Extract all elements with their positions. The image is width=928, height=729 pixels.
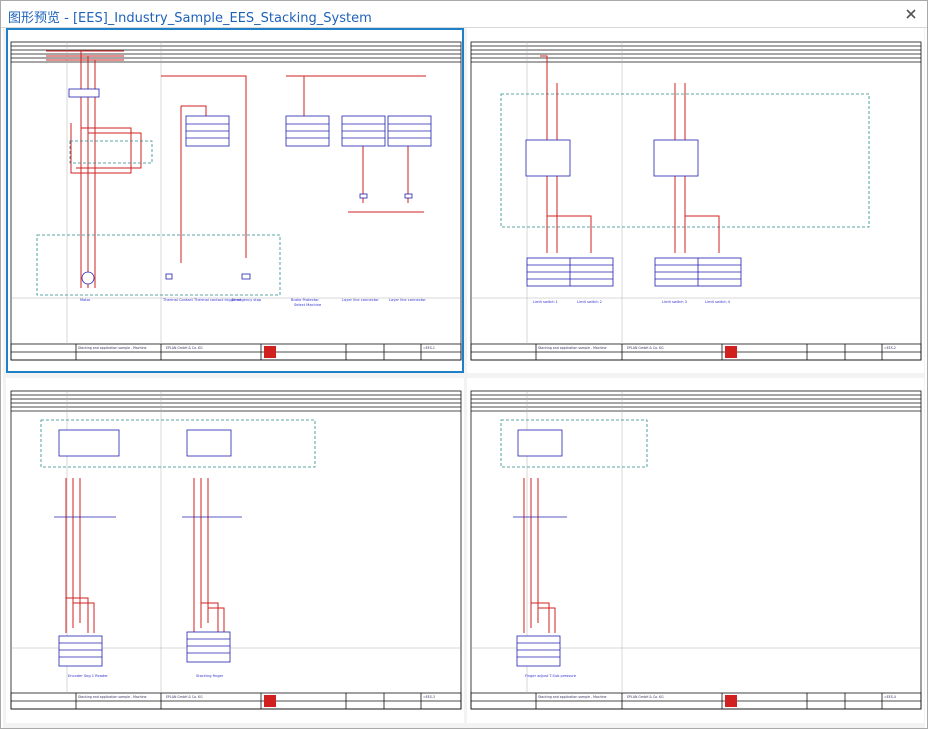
window-title: 图形预览 - [EES]_Industry_Sample_EES_Stackin… bbox=[8, 11, 372, 26]
page-1-company: EPLAN GmbH & Co. KG bbox=[166, 346, 203, 350]
page-1-label: Layer line connector bbox=[389, 298, 426, 302]
page-1-project: Stacking and application sample - Machin… bbox=[78, 346, 147, 350]
page-1-label: Motor bbox=[80, 298, 91, 302]
page-4-company: EPLAN GmbH & Co. KG bbox=[627, 695, 664, 699]
page-3-project: Stacking and application sample - Machin… bbox=[78, 695, 147, 699]
page-3-drawing bbox=[10, 390, 462, 710]
page-1-sheet: =EES-1 bbox=[423, 346, 435, 350]
page-thumbnail-4[interactable]: Finger adjust T-Sub pressure Stacking an… bbox=[467, 378, 924, 723]
page-3-label: Stacking finger bbox=[196, 674, 224, 678]
page-2-label: Limit switch 1 bbox=[533, 300, 558, 304]
page-1-drawing bbox=[10, 41, 462, 361]
page-2-sheet: =EES-2 bbox=[884, 346, 896, 350]
page-3-label: Encoder Seg 1 Reader bbox=[68, 674, 108, 678]
page-2-company: EPLAN GmbH & Co. KG bbox=[627, 346, 664, 350]
page-1-label: Emergency stop bbox=[232, 298, 262, 302]
close-icon bbox=[906, 9, 916, 19]
page-4-sheet: =EES-4 bbox=[884, 695, 896, 699]
page-4-project: Stacking and application sample - Machin… bbox=[538, 695, 607, 699]
page-4-label: Finger adjust T-Sub pressure bbox=[525, 674, 577, 678]
page-1-label: Thermal contact triggered bbox=[194, 298, 242, 302]
page-1-label: Thermal Contact bbox=[163, 298, 193, 302]
page-1-label: Select Machine bbox=[294, 303, 322, 307]
page-thumbnail-1[interactable]: Motor Thermal Contact Thermal contact tr… bbox=[6, 28, 464, 373]
page-1-label: Layer line connector bbox=[342, 298, 379, 302]
page-3-company: EPLAN GmbH & Co. KG bbox=[166, 695, 203, 699]
page-thumbnail-2[interactable]: Limit switch 1 Limit switch 2 Limit swit… bbox=[467, 28, 924, 373]
close-button[interactable] bbox=[901, 4, 921, 24]
page-grid: Motor Thermal Contact Thermal contact tr… bbox=[3, 28, 925, 728]
title-bar: 图形预览 - [EES]_Industry_Sample_EES_Stackin… bbox=[1, 1, 927, 28]
page-3-sheet: =EES-3 bbox=[423, 695, 435, 699]
page-1-label: Brake Protector bbox=[291, 298, 319, 302]
page-2-project: Stacking and application sample - Machin… bbox=[538, 346, 607, 350]
page-2-drawing bbox=[470, 41, 922, 361]
page-2-label: Limit switch 4 bbox=[705, 300, 730, 304]
page-4-drawing bbox=[470, 390, 922, 710]
page-2-label: Limit switch 2 bbox=[577, 300, 602, 304]
page-thumbnail-3[interactable]: Encoder Seg 1 Reader Stacking finger Sta… bbox=[6, 378, 464, 723]
page-2-label: Limit switch 3 bbox=[662, 300, 687, 304]
